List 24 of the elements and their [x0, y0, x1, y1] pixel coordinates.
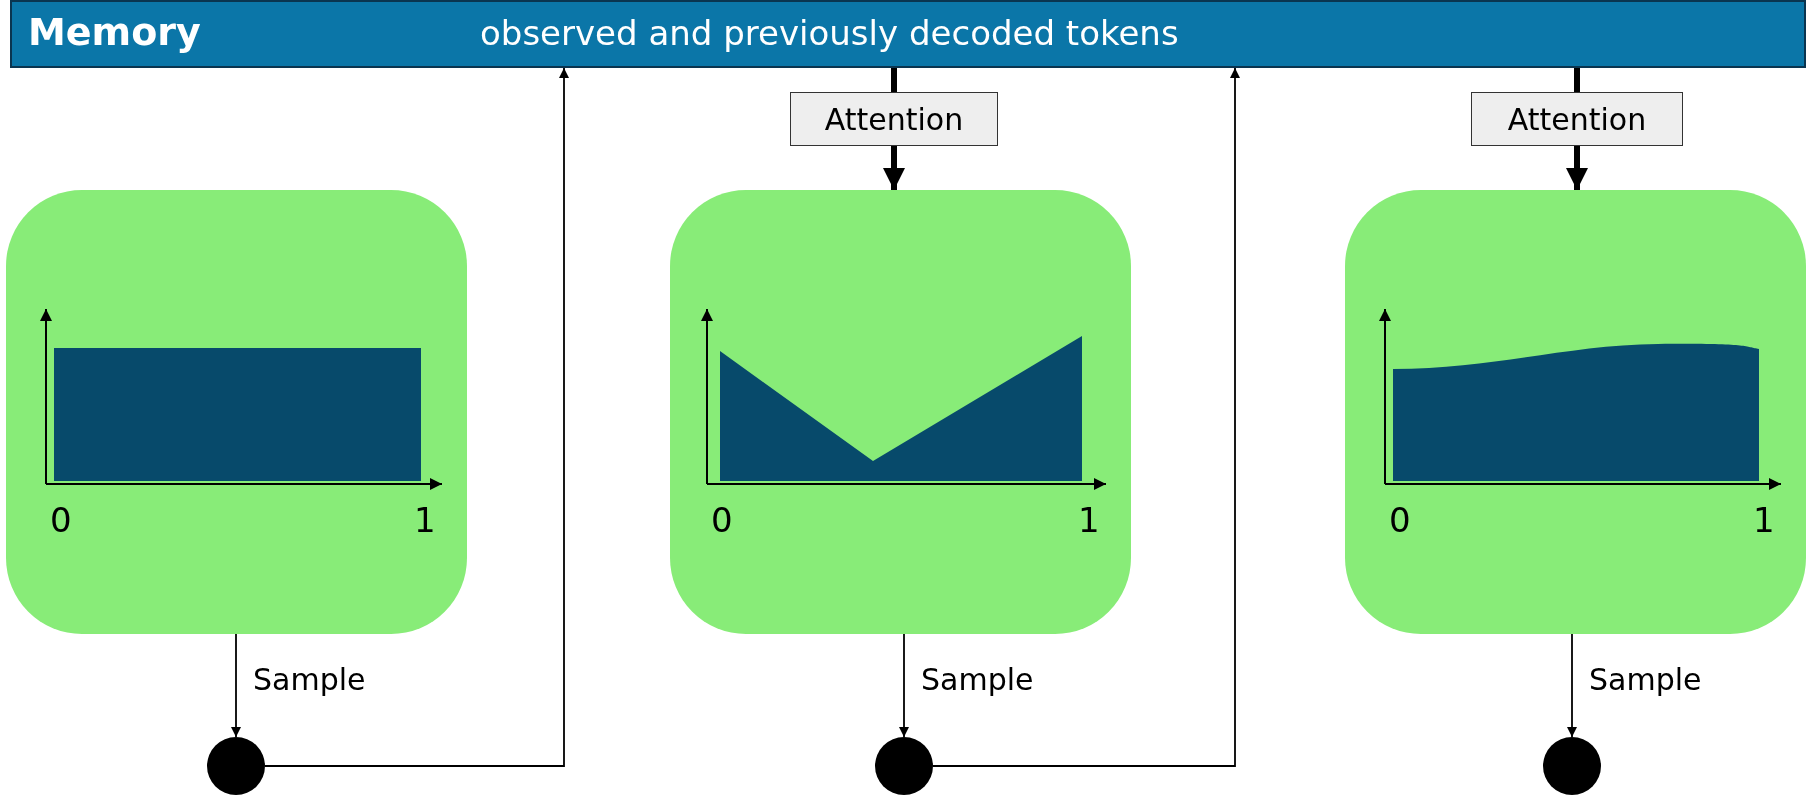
distribution-card [6, 190, 467, 634]
sample-dot [207, 737, 265, 795]
distribution-card [1345, 190, 1806, 634]
band-title: Memory [28, 10, 201, 54]
arrow [883, 146, 905, 190]
arrow [1566, 146, 1588, 190]
memory-band [10, 0, 1806, 68]
axis-tick-label: 0 [1389, 500, 1411, 540]
arrow [932, 67, 1240, 767]
axis-tick-label: 1 [414, 500, 436, 540]
attention-box: Attention [1471, 92, 1683, 146]
axis-tick-label: 0 [711, 500, 733, 540]
sample-dot [1543, 737, 1601, 795]
axis-tick-label: 1 [1078, 500, 1100, 540]
axis-tick-label: 1 [1753, 500, 1775, 540]
sample-dot [875, 737, 933, 795]
distribution-card [670, 190, 1131, 634]
arrow [231, 633, 241, 738]
arrow [899, 633, 909, 738]
axis-tick-label: 0 [50, 500, 72, 540]
arrow [264, 67, 569, 767]
arrow [1567, 633, 1577, 738]
attention-box: Attention [790, 92, 998, 146]
band-subtitle: observed and previously decoded tokens [480, 13, 1179, 53]
